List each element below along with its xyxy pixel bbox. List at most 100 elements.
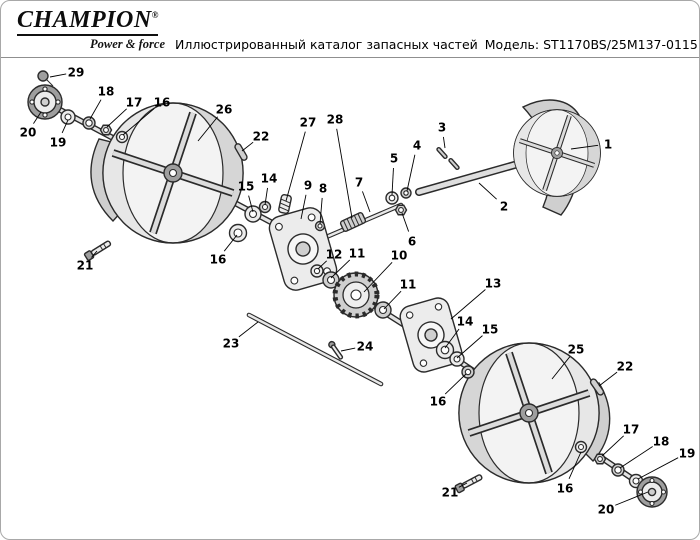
model-label: Модель: ST1170BS/25M137-0115H1 (484, 37, 700, 52)
svg-text:17: 17 (126, 96, 143, 110)
svg-text:21: 21 (442, 486, 459, 500)
svg-text:22: 22 (617, 360, 634, 374)
svg-text:13: 13 (485, 277, 502, 291)
svg-text:15: 15 (482, 323, 499, 337)
svg-text:23: 23 (223, 337, 240, 351)
pin-3a (436, 146, 448, 160)
worm-gear-28 (339, 212, 367, 232)
svg-text:10: 10 (391, 249, 408, 263)
washer-19a (60, 109, 76, 125)
svg-text:24: 24 (357, 340, 374, 354)
part-callout-9: 9 (300, 179, 312, 220)
part-callout-19: 19 (50, 119, 69, 150)
brand-name: CHAMPION® (17, 7, 159, 37)
champion-logo: CHAMPION® Power & force (17, 7, 169, 52)
svg-text:5: 5 (390, 152, 398, 166)
svg-text:4: 4 (413, 139, 421, 153)
bolt-29 (37, 70, 54, 87)
svg-text:6: 6 (408, 235, 416, 249)
lock-washer-4 (400, 187, 412, 199)
part-callout-22: 22 (598, 360, 634, 387)
flange-bearing-16b (228, 223, 248, 243)
part-callout-8: 8 (319, 182, 327, 225)
part-callout-11: 11 (383, 278, 417, 310)
bearing-11a (322, 271, 340, 289)
washer-16a (115, 130, 129, 144)
part-callout-13: 13 (450, 277, 502, 320)
pin-22a (234, 143, 248, 161)
auger-rotor-1 (514, 110, 601, 197)
part-callout-4: 4 (406, 139, 421, 192)
part-callout-2: 2 (478, 182, 508, 214)
washer-12 (310, 264, 324, 278)
flange-bearing-16c (461, 365, 475, 379)
part-callout-10: 10 (363, 249, 408, 293)
part-callout-6: 6 (401, 212, 416, 249)
auger-rotor-26 (103, 103, 243, 243)
page-title: Иллюстрированный каталог запасных частей (175, 37, 478, 52)
svg-text:12: 12 (326, 248, 343, 262)
svg-text:15: 15 (238, 180, 255, 194)
part-callout-25: 25 (551, 343, 585, 380)
svg-text:14: 14 (457, 315, 474, 329)
svg-text:19: 19 (50, 136, 67, 150)
wheel-hub-20a (27, 84, 63, 120)
svg-text:9: 9 (304, 179, 312, 193)
part-callout-16: 16 (430, 373, 467, 409)
part-callout-22: 22 (241, 130, 270, 152)
svg-text:19: 19 (679, 447, 696, 461)
part-callout-17: 17 (106, 96, 143, 128)
part-callout-16: 16 (210, 234, 238, 267)
bearing-18b (611, 463, 625, 477)
wheel-hub-20b (636, 476, 668, 508)
svg-text:27: 27 (300, 116, 317, 130)
washer-15a (244, 205, 262, 223)
nut-17a (99, 124, 113, 136)
part-callout-11: 11 (330, 247, 366, 279)
spring-27 (278, 194, 292, 214)
part-callout-23: 23 (223, 321, 259, 351)
part-callout-27: 27 (285, 116, 317, 202)
part-callout-26: 26 (197, 103, 232, 142)
svg-text:18: 18 (98, 85, 115, 99)
part-callout-12: 12 (317, 248, 343, 270)
part-callout-16: 16 (122, 96, 170, 136)
brand-tagline: Power & force (90, 37, 165, 52)
nut-6 (394, 204, 408, 216)
svg-text:17: 17 (623, 423, 640, 437)
part-callout-18: 18 (89, 85, 115, 120)
svg-text:20: 20 (598, 503, 615, 517)
nut-17b (593, 453, 607, 465)
svg-text:1: 1 (604, 138, 612, 152)
sprocket-10 (332, 271, 380, 319)
part-callout-18: 18 (619, 435, 670, 469)
part-callout-14: 14 (444, 315, 474, 349)
svg-text:11: 11 (349, 247, 366, 261)
svg-text:16: 16 (210, 253, 227, 267)
part-callout-17: 17 (601, 423, 640, 457)
svg-text:11: 11 (400, 278, 417, 292)
part-callout-29: 29 (49, 66, 84, 80)
svg-text:16: 16 (430, 395, 447, 409)
part-callout-15: 15 (238, 180, 255, 213)
svg-text:25: 25 (568, 343, 585, 357)
part-callout-21: 21 (77, 250, 98, 273)
svg-text:20: 20 (20, 126, 37, 140)
hex-shaft-23 (246, 312, 384, 387)
header-title-line: Иллюстрированный каталог запасных частей… (175, 37, 700, 52)
auger-rotor-25 (459, 343, 599, 483)
part-callout-19: 19 (637, 447, 696, 480)
svg-text:18: 18 (653, 435, 670, 449)
part-callout-24: 24 (340, 340, 374, 354)
bolt-21b (454, 474, 483, 494)
washer-14a (258, 200, 272, 214)
part-callout-16: 16 (557, 451, 582, 496)
svg-text:14: 14 (261, 172, 278, 186)
part-callout-21: 21 (442, 482, 468, 500)
part-callout-20: 20 (598, 491, 649, 517)
washer-16d (574, 440, 588, 454)
svg-text:22: 22 (253, 130, 270, 144)
svg-text:3: 3 (438, 121, 446, 135)
